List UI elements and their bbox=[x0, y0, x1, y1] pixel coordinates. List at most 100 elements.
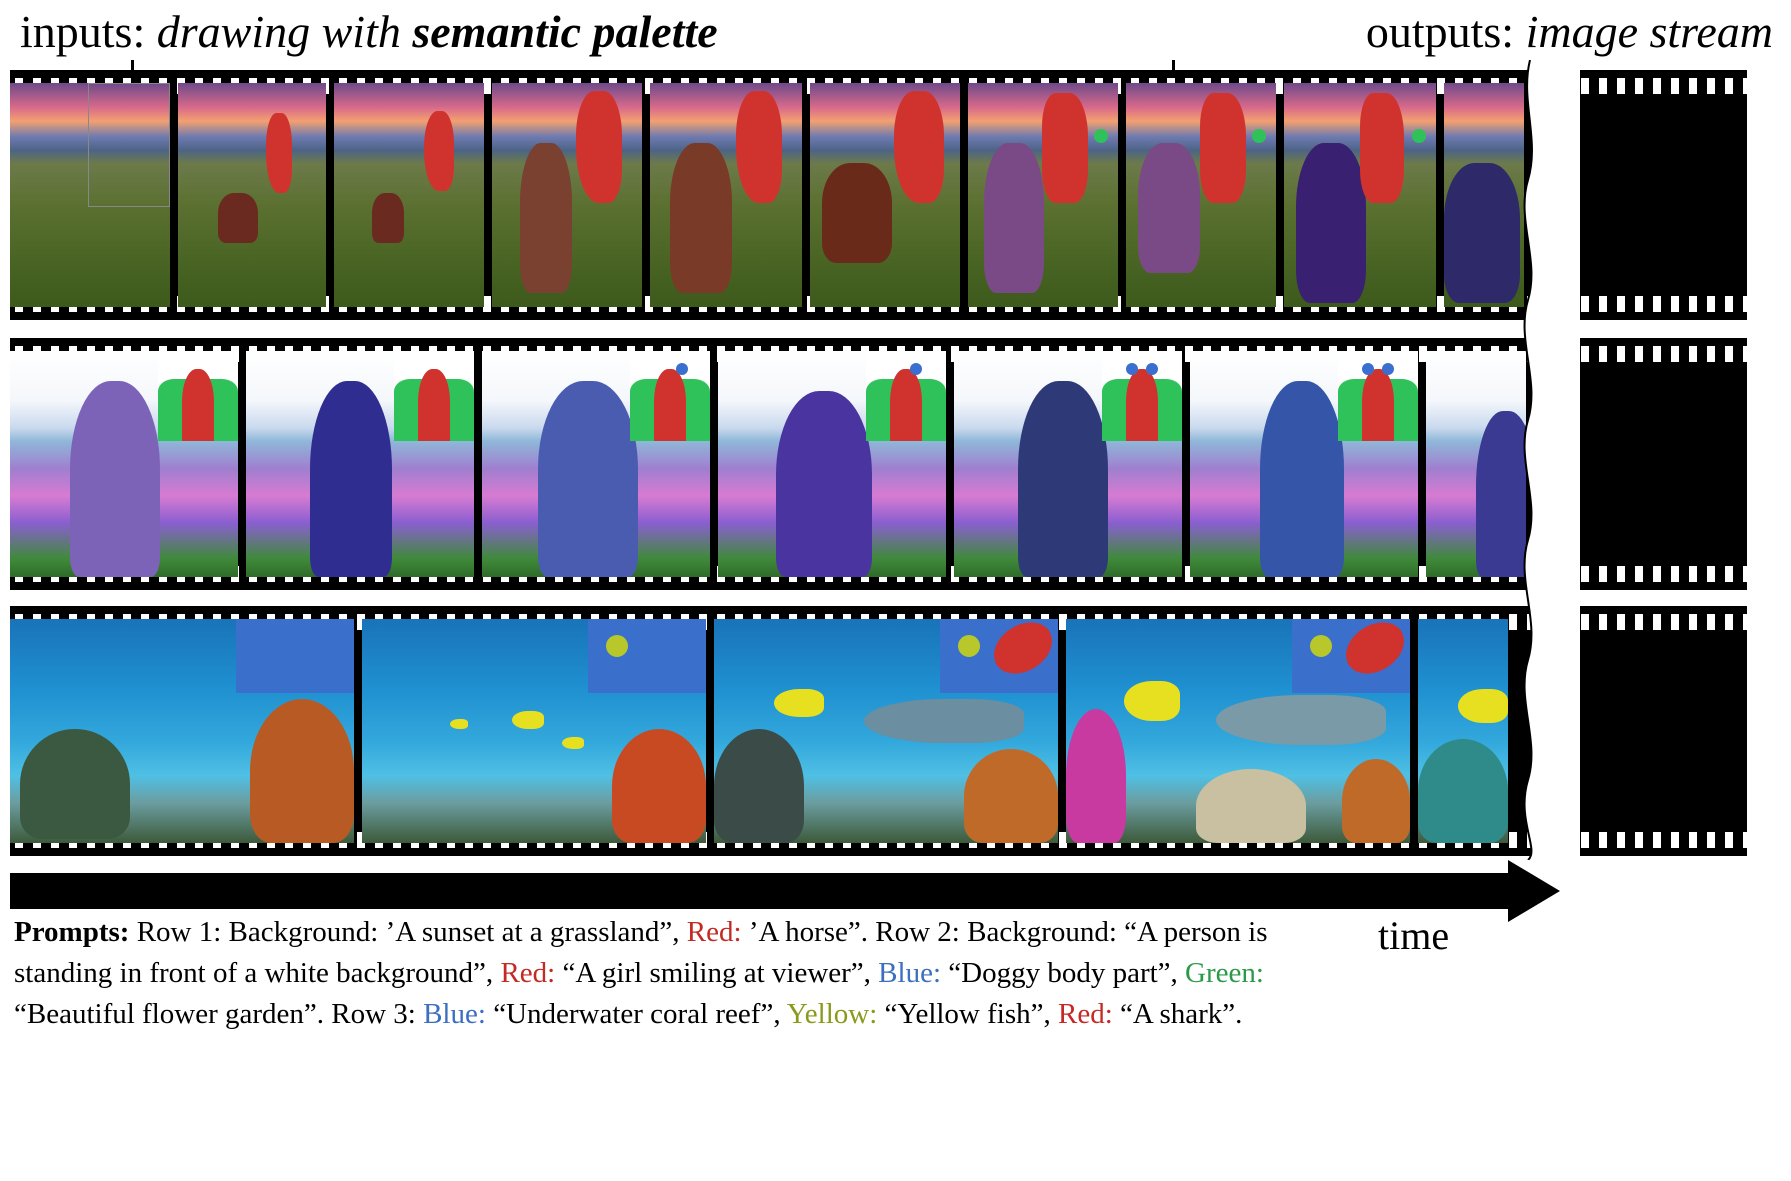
horse bbox=[1138, 143, 1200, 273]
frame-row1-2 bbox=[178, 83, 326, 307]
frame-row2-2 bbox=[246, 351, 474, 577]
anime-girl bbox=[70, 381, 160, 577]
frame-row1-5 bbox=[650, 83, 802, 307]
yellow-fish bbox=[512, 711, 544, 729]
palette-inset bbox=[1358, 83, 1436, 205]
yellow-dot bbox=[958, 635, 980, 657]
caption-text: “Yellow fish”, bbox=[877, 998, 1058, 1030]
blue-dot bbox=[1126, 363, 1138, 375]
palette-inset bbox=[1040, 83, 1118, 205]
palette-inset bbox=[1198, 83, 1276, 205]
inputs-header: inputs: drawing with semantic palette bbox=[20, 2, 718, 62]
frame-row1-3 bbox=[334, 83, 484, 307]
red-region bbox=[890, 369, 922, 441]
anime-girl bbox=[538, 381, 638, 577]
outputs-header: outputs: image stream bbox=[1366, 2, 1773, 62]
red-region bbox=[1337, 619, 1410, 682]
coral bbox=[1418, 739, 1508, 843]
palette-inset bbox=[1102, 351, 1182, 441]
blue-dot bbox=[676, 363, 688, 375]
red-region bbox=[736, 91, 782, 203]
caption-text: “A girl smiling at viewer”, bbox=[555, 957, 879, 989]
red-region bbox=[1200, 93, 1246, 203]
red-region bbox=[1360, 93, 1404, 203]
red-region bbox=[1362, 369, 1394, 441]
frame-row2-5 bbox=[954, 351, 1182, 577]
blue-dot bbox=[1382, 363, 1394, 375]
palette-inset bbox=[630, 351, 710, 441]
outputs-italic: image stream bbox=[1525, 6, 1773, 57]
red-region bbox=[1126, 369, 1158, 441]
red-region bbox=[985, 619, 1058, 682]
prompts-label: Prompts: bbox=[14, 916, 130, 948]
coral bbox=[250, 699, 354, 843]
blue-dot bbox=[1362, 363, 1374, 375]
frame-row3-4 bbox=[1066, 619, 1410, 843]
frame-row1-7 bbox=[968, 83, 1118, 307]
red-region bbox=[418, 369, 450, 441]
frame-row2-6 bbox=[1190, 351, 1418, 577]
green-dot bbox=[1094, 129, 1108, 143]
film-strip-row-3 bbox=[10, 606, 1747, 856]
horse bbox=[984, 143, 1044, 293]
outputs-label: outputs: bbox=[1365, 6, 1515, 57]
palette-inset bbox=[1338, 351, 1418, 441]
anime-girl bbox=[310, 381, 392, 577]
frame-row1-10 bbox=[1444, 83, 1524, 307]
yellow-fish bbox=[774, 689, 824, 717]
inputs-bold: semantic palette bbox=[412, 6, 718, 57]
coral bbox=[1066, 709, 1126, 843]
palette-inset bbox=[724, 83, 802, 205]
palette-inset bbox=[564, 83, 642, 205]
green-label: Green: bbox=[1185, 957, 1264, 989]
horse bbox=[1296, 143, 1366, 303]
palette-inset bbox=[158, 351, 238, 441]
yellow-dot bbox=[606, 635, 628, 657]
frame-row3-1 bbox=[10, 619, 354, 843]
inputs-italic: drawing with bbox=[156, 6, 401, 57]
shark bbox=[1216, 695, 1386, 745]
frame-row3-3 bbox=[714, 619, 1058, 843]
anime-girl bbox=[1260, 381, 1344, 577]
coral bbox=[1196, 769, 1306, 843]
blue-dot bbox=[1146, 363, 1158, 375]
yellow-fish bbox=[1458, 689, 1508, 723]
frame-row1-6 bbox=[810, 83, 960, 307]
frame-row3-2 bbox=[362, 619, 706, 843]
blue-dot bbox=[910, 363, 922, 375]
palette-inset bbox=[406, 83, 484, 205]
palette-inset bbox=[248, 83, 326, 205]
palette-inset bbox=[394, 351, 474, 441]
yellow-fish bbox=[562, 737, 584, 749]
film-strip-row-1 bbox=[10, 70, 1747, 320]
prompts-caption: Prompts: Row 1: Background: ’A sunset at… bbox=[14, 912, 1354, 1035]
red-label: Red: bbox=[686, 916, 742, 948]
palette-inset bbox=[588, 619, 706, 693]
horse bbox=[520, 143, 572, 293]
blue-label: Blue: bbox=[878, 957, 942, 989]
frame-row3-5 bbox=[1418, 619, 1508, 843]
inputs-label: inputs: bbox=[20, 6, 146, 57]
horse bbox=[218, 193, 258, 243]
red-region bbox=[654, 369, 686, 441]
caption-text: “Beautiful flower garden”. Row 3: bbox=[14, 998, 424, 1030]
film-strip-row-2 bbox=[10, 338, 1747, 590]
red-region bbox=[182, 369, 214, 441]
frame-row2-7 bbox=[1426, 351, 1526, 577]
frame-row1-1 bbox=[10, 83, 170, 307]
green-dot bbox=[1252, 129, 1266, 143]
torn-edge bbox=[1523, 60, 1580, 860]
anime-girl bbox=[1476, 411, 1526, 577]
coral bbox=[964, 749, 1058, 843]
anime-girl bbox=[776, 391, 872, 577]
palette-inset bbox=[236, 619, 354, 693]
coral bbox=[20, 729, 130, 839]
horse bbox=[1444, 163, 1520, 303]
palette-inset bbox=[1292, 619, 1410, 693]
frame-row2-1 bbox=[10, 351, 238, 577]
yellow-label: Yellow: bbox=[786, 998, 878, 1030]
frame-row1-4 bbox=[492, 83, 642, 307]
green-dot bbox=[1412, 129, 1426, 143]
palette-inset bbox=[882, 83, 960, 205]
red-label: Red: bbox=[500, 957, 556, 989]
